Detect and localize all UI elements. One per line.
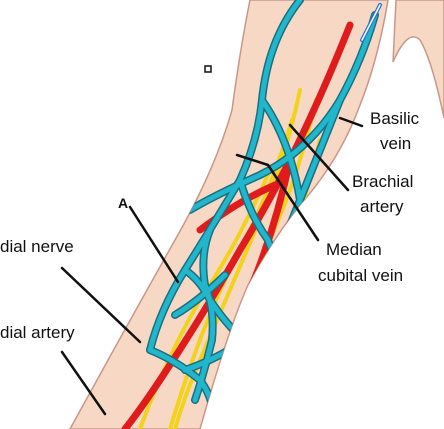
label-radial-nerve: dial nerve [0, 237, 74, 256]
upper-body-shape [393, 0, 444, 118]
leader-a [130, 207, 178, 282]
arm-skin [70, 0, 388, 429]
label-basilic-line2: vein [380, 134, 411, 153]
label-brachial-line2: artery [360, 197, 404, 216]
label-brachial-line1: Brachial [352, 172, 413, 191]
label-median-line2: cubital vein [318, 266, 403, 285]
label-basilic-line1: Basilic [370, 109, 420, 128]
label-a: A [118, 195, 128, 211]
label-median-line1: Median [326, 240, 382, 259]
label-radial-artery: dial artery [0, 323, 75, 342]
square-marker [205, 66, 211, 72]
